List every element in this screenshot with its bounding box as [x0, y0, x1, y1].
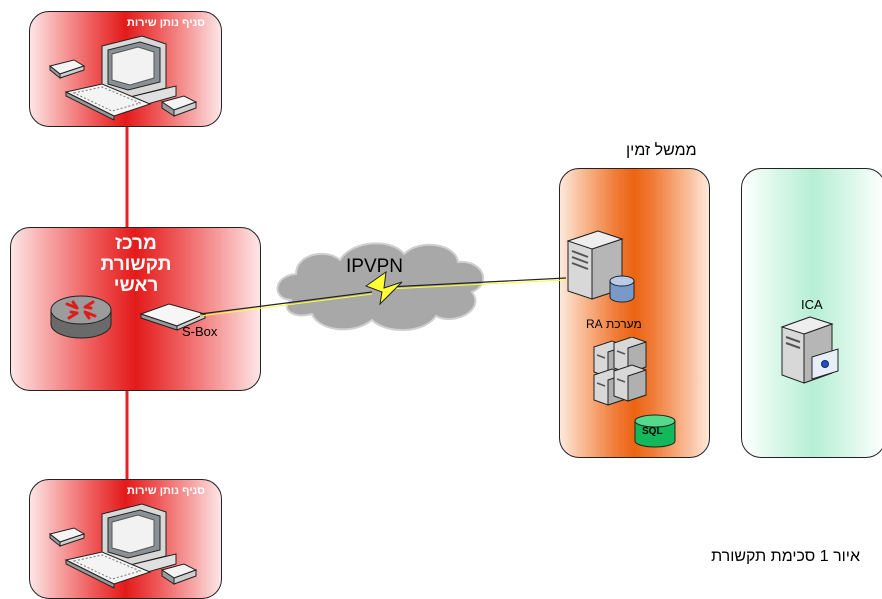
- sbox-label: S-Box: [182, 324, 218, 339]
- server-cluster-icon: [593, 337, 647, 406]
- ica-box: ICA: [741, 168, 882, 458]
- hub-box: מרכז תקשורת ראשי S-Box: [10, 227, 261, 391]
- desktop-computer-icon: [48, 35, 198, 121]
- link-sbox-to-cloud-inner: [199, 293, 373, 317]
- ica-label: ICA: [801, 297, 823, 312]
- sql-database-icon: [634, 414, 676, 448]
- branch-bottom-box: סניף נותן שירות: [29, 479, 222, 599]
- hub-title-line-2: תקשורת: [100, 254, 172, 275]
- lightning-link-icon: [364, 270, 403, 306]
- ra-system-label: מערכת RA: [586, 317, 642, 331]
- link-cloud-to-ra-inner: [387, 279, 567, 290]
- link-cloud-to-ra: [387, 277, 567, 288]
- timeframe-box: מערכת RA SQL: [559, 168, 710, 458]
- router-icon: [50, 295, 112, 339]
- sql-label: SQL: [642, 426, 663, 437]
- figure-caption: איור 1 סכימת תקשורת: [711, 548, 860, 565]
- desktop-computer-icon: [48, 503, 198, 589]
- timeframe-title: ממשל זמין: [626, 142, 697, 159]
- hub-title: מרכז תקשורת ראשי: [61, 233, 211, 296]
- cloud-label: IPVPN: [346, 256, 404, 277]
- server-with-database-icon: [566, 230, 635, 303]
- branch-top-label: סניף נותן שירות: [126, 17, 205, 29]
- branch-bottom-label: סניף נותן שירות: [126, 485, 205, 497]
- link-sbox-to-cloud: [199, 291, 373, 315]
- branch-top-box: סניף נותן שירות: [29, 11, 222, 127]
- sbox-device-icon: [139, 303, 207, 331]
- hub-title-line-1: מרכז: [115, 233, 157, 254]
- hub-title-line-3: ראשי: [113, 275, 159, 296]
- ca-server-icon: [780, 316, 839, 384]
